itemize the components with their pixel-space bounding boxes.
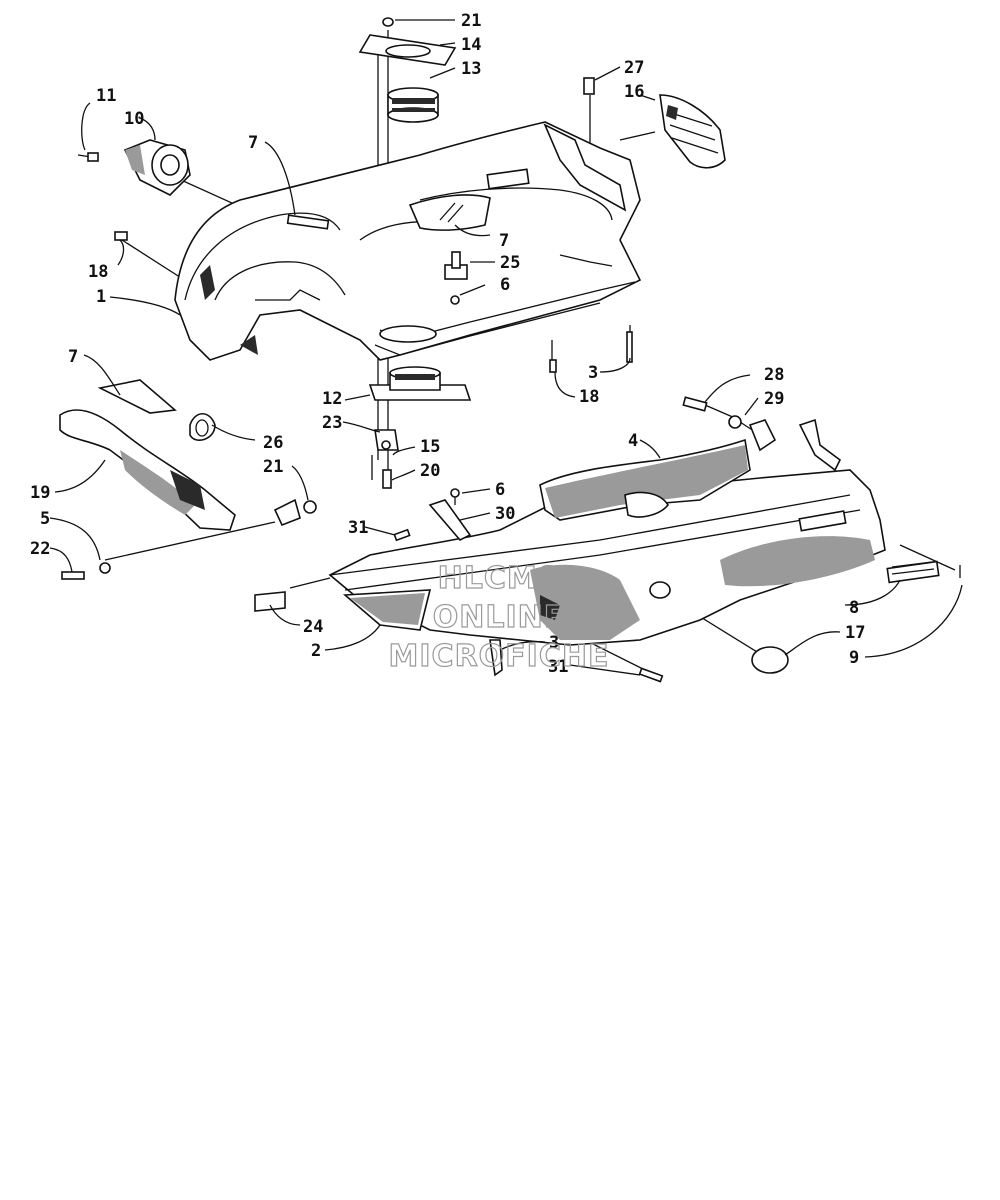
callout-21: 21 bbox=[263, 457, 283, 477]
callout-14: 14 bbox=[461, 35, 481, 55]
callout-11: 11 bbox=[96, 86, 116, 106]
callout-15: 15 bbox=[420, 437, 440, 457]
fasteners-left bbox=[61, 498, 317, 580]
callout-10: 10 bbox=[124, 109, 144, 129]
callout-4: 4 bbox=[628, 431, 638, 451]
callout-9: 9 bbox=[849, 648, 859, 668]
callout-20: 20 bbox=[420, 461, 440, 481]
callout-5: 5 bbox=[40, 509, 50, 529]
lower-brackets bbox=[114, 77, 742, 683]
clip bbox=[189, 412, 216, 441]
upper-belly-pan bbox=[174, 121, 642, 361]
callout-28: 28 bbox=[764, 365, 784, 385]
callout-26: 26 bbox=[263, 433, 283, 453]
callout-3: 3 bbox=[588, 363, 598, 383]
lower-belly-pan bbox=[328, 418, 940, 674]
watermark-line-3: MICROFICHE bbox=[389, 639, 610, 674]
callout-21: 21 bbox=[461, 11, 481, 31]
leader-lines bbox=[49, 19, 963, 676]
callout-7: 7 bbox=[68, 347, 78, 367]
callout-labels: 21 14 13 27 16 11 10 7 7 18 25 1 6 3 18 … bbox=[30, 11, 865, 677]
callout-16: 16 bbox=[624, 82, 644, 102]
callout-24: 24 bbox=[303, 617, 323, 637]
callout-8: 8 bbox=[849, 598, 859, 618]
callout-22: 22 bbox=[30, 539, 50, 559]
side-decal-panel bbox=[97, 214, 330, 414]
callout-7: 7 bbox=[248, 133, 258, 153]
callout-25: 25 bbox=[500, 253, 520, 273]
callout-30: 30 bbox=[495, 504, 515, 524]
callout-17: 17 bbox=[845, 623, 865, 643]
callout-29: 29 bbox=[764, 389, 784, 409]
callout-18: 18 bbox=[579, 387, 599, 407]
watermark: HLCMS ONLINE MICROFICHE bbox=[388, 560, 610, 674]
callout-19: 19 bbox=[30, 483, 50, 503]
headlight-assembly bbox=[77, 139, 191, 196]
front-bumper bbox=[59, 409, 236, 531]
side-vent bbox=[659, 94, 726, 169]
callout-6: 6 bbox=[495, 480, 505, 500]
watermark-line-2: ONLINE bbox=[433, 600, 566, 635]
callout-2: 2 bbox=[311, 641, 321, 661]
callout-31: 31 bbox=[348, 518, 368, 538]
callout-27: 27 bbox=[624, 58, 644, 78]
callout-6: 6 bbox=[500, 275, 510, 295]
callout-1: 1 bbox=[96, 287, 106, 307]
watermark-line-1: HLCMS bbox=[438, 561, 561, 596]
callout-12: 12 bbox=[322, 389, 342, 409]
callout-7: 7 bbox=[499, 231, 509, 251]
callout-23: 23 bbox=[322, 413, 342, 433]
callout-31: 31 bbox=[548, 657, 568, 677]
callout-18: 18 bbox=[88, 262, 108, 282]
steering-post-parts bbox=[358, 17, 472, 489]
callout-3: 3 bbox=[549, 633, 559, 653]
callout-13: 13 bbox=[461, 59, 481, 79]
